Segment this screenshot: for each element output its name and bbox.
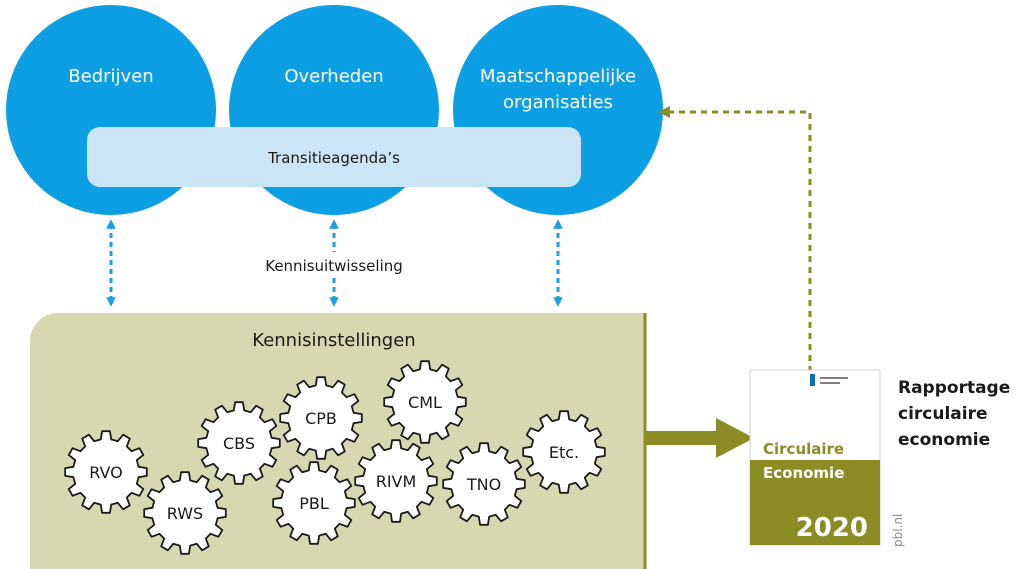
gear-label: TNO xyxy=(466,475,501,494)
gear-label: CPB xyxy=(305,409,337,428)
gear-tno: TNO xyxy=(442,442,526,526)
gear-icon xyxy=(143,471,227,555)
actor-label-line2: organisaties xyxy=(503,92,613,113)
gear-icon xyxy=(442,442,526,526)
gear-label: PBL xyxy=(299,494,329,513)
gear-icon xyxy=(354,439,438,523)
report-title-line3: economie xyxy=(898,430,990,450)
gear-pbl: PBL xyxy=(272,461,356,545)
report-cover: Circulaire Economie 2020 pbl.nl xyxy=(749,369,905,547)
report-title-line1: Rapportage xyxy=(898,378,1010,398)
exchange-label: Kennisuitwisseling xyxy=(265,257,403,275)
report-title: Rapportage circulaire economie xyxy=(898,378,1010,450)
feedback-arrow xyxy=(658,106,812,372)
output-arrow xyxy=(646,418,754,458)
actor-label: Overheden xyxy=(284,66,383,87)
cover-year: 2020 xyxy=(796,513,868,543)
cover-line1: Circulaire xyxy=(763,440,844,458)
gear-cbs: CBS xyxy=(197,401,281,485)
gear-label: CBS xyxy=(223,434,255,453)
gear-icon xyxy=(279,376,363,460)
exchange-label-bg xyxy=(248,252,420,278)
gear-icon xyxy=(197,401,281,485)
gear-group: RVO RWS CBS CPB PBL CML RIVM TNO Etc. xyxy=(64,360,606,555)
gear-etc: Etc. xyxy=(522,410,606,494)
gear-label: Etc. xyxy=(549,443,579,462)
gear-label: RWS xyxy=(167,504,203,523)
gear-label: RVO xyxy=(89,463,123,482)
transitieagenda-bar: Transitieagenda’s xyxy=(87,127,581,187)
gear-icon xyxy=(383,360,467,444)
gear-icon xyxy=(272,461,356,545)
gear-label: RIVM xyxy=(376,472,417,491)
cover-line2: Economie xyxy=(763,464,844,482)
gear-label: CML xyxy=(408,393,442,412)
actor-label: Bedrijven xyxy=(68,66,153,87)
gear-rivm: RIVM xyxy=(354,439,438,523)
source-label: pbl.nl xyxy=(891,514,905,547)
kennisinstellingen-title: Kennisinstellingen xyxy=(252,330,415,351)
gear-rvo: RVO xyxy=(64,430,148,514)
report-title-line2: circulaire xyxy=(898,404,988,424)
gear-cml: CML xyxy=(383,360,467,444)
gear-rws: RWS xyxy=(143,471,227,555)
gear-icon xyxy=(64,430,148,514)
gear-cpb: CPB xyxy=(279,376,363,460)
cover-logo-icon xyxy=(810,374,815,386)
transitieagenda-label: Transitieagenda’s xyxy=(267,149,400,167)
gear-icon xyxy=(522,410,606,494)
actor-label-line1: Maatschappelijke xyxy=(480,66,636,87)
